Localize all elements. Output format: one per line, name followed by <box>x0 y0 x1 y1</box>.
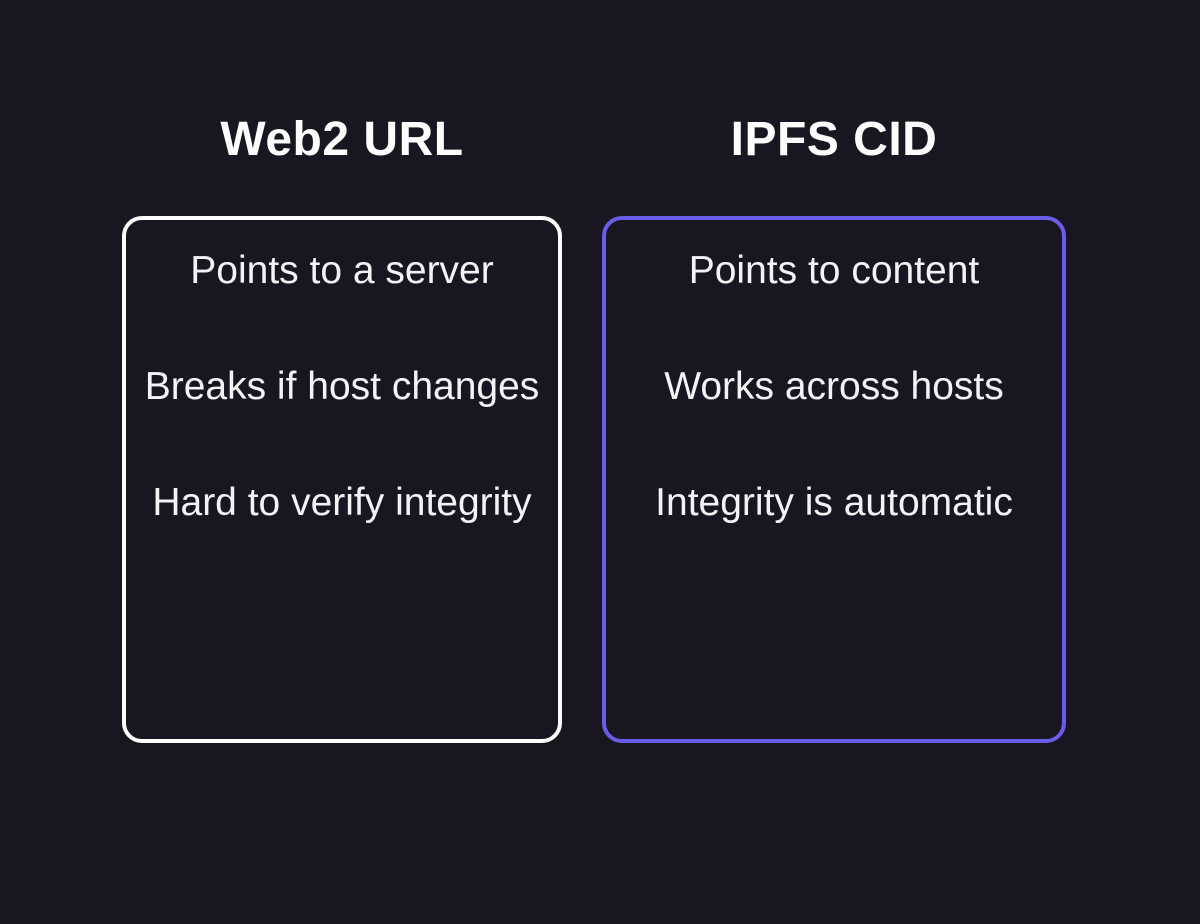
web2-url-card: Points to a server Breaks if host change… <box>122 216 562 743</box>
web2-url-item-breaks-if-host-changes: Breaks if host changes <box>144 365 540 408</box>
ipfs-cid-item-integrity-is-automatic: Integrity is automatic <box>655 481 1013 524</box>
ipfs-cid-item-points-to-content: Points to content <box>688 249 980 292</box>
web2-url-title: Web2 URL <box>220 113 464 166</box>
ipfs-cid-card: Points to content Works across hosts Int… <box>602 216 1066 743</box>
web2-url-item-hard-to-verify-integrity: Hard to verify integrity <box>152 481 532 524</box>
web2-url-column: Web2 URL Points to a server Breaks if ho… <box>122 103 562 743</box>
ipfs-cid-title: IPFS CID <box>730 113 938 166</box>
web2-url-item-points-to-server: Points to a server <box>190 249 494 292</box>
ipfs-cid-item-works-across-hosts: Works across hosts <box>664 365 1004 408</box>
ipfs-cid-column: IPFS CID Points to content Works across … <box>602 103 1066 743</box>
